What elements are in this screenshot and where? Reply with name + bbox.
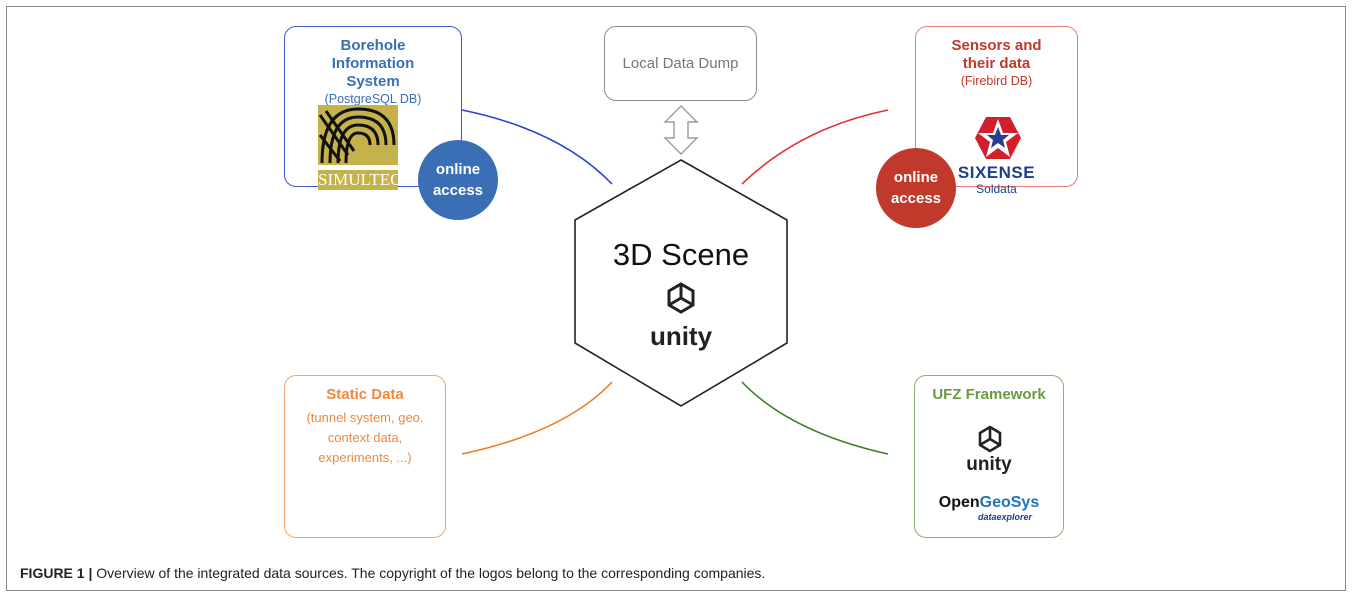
simultec-logo-text: SIMULTEC	[318, 170, 402, 190]
local-data-dump-box: Local Data Dump	[604, 26, 757, 101]
local-data-dump-label: Local Data Dump	[622, 55, 739, 72]
static-data-title: Static Data	[326, 386, 404, 403]
opengeosys-geosys-text: GeoSys	[979, 494, 1040, 511]
static-data-box: Static Data (tunnel system, geo. context…	[284, 375, 446, 538]
connector-ufz	[741, 381, 889, 455]
figure-caption: FIGURE 1 | Overview of the integrated da…	[20, 565, 765, 581]
opengeosys-open-text: Open	[938, 494, 980, 511]
figure-frame	[6, 6, 1346, 591]
connector-sensors	[741, 109, 889, 185]
simultec-logo: SIMULTEC	[318, 105, 401, 190]
sensors-online-access-badge: online access	[876, 148, 956, 228]
connector-borehole	[461, 109, 613, 185]
caption-label: FIGURE 1 |	[20, 565, 93, 581]
unity-logo-icon	[667, 282, 695, 314]
borehole-db: (PostgreSQL DB)	[324, 92, 422, 106]
ufz-framework-box: UFZ Framework unity OpenGeoSys dataexplo…	[914, 375, 1064, 538]
ufz-framework-title: UFZ Framework	[932, 386, 1046, 403]
borehole-online-access-badge: online access	[418, 140, 498, 220]
borehole-title: Borehole Information System	[331, 37, 415, 90]
double-arrow-icon	[663, 105, 699, 155]
unity-logo-text: unity	[650, 321, 713, 351]
ufz-unity-logo-icon	[978, 425, 1002, 453]
caption-text: Overview of the integrated data sources.…	[92, 565, 766, 581]
sensors-title: Sensors and their data	[951, 37, 1042, 72]
soldata-logo-text: Soldata	[976, 182, 1017, 196]
simultec-pattern-icon	[318, 105, 398, 165]
sixense-logo-text: SIXENSE	[957, 163, 1036, 182]
scene-title: 3D Scene	[613, 237, 749, 272]
ufz-unity-logo-text: unity	[966, 454, 1012, 475]
sixense-star-icon	[975, 117, 1021, 159]
sensors-db: (Firebird DB)	[960, 74, 1033, 88]
opengeosys-sub-text: dataexplorer	[977, 512, 1033, 522]
opengeosys-logo: OpenGeoSys	[915, 494, 1063, 512]
static-data-desc: (tunnel system, geo. context data, exper…	[306, 410, 424, 465]
connector-static	[461, 381, 613, 455]
